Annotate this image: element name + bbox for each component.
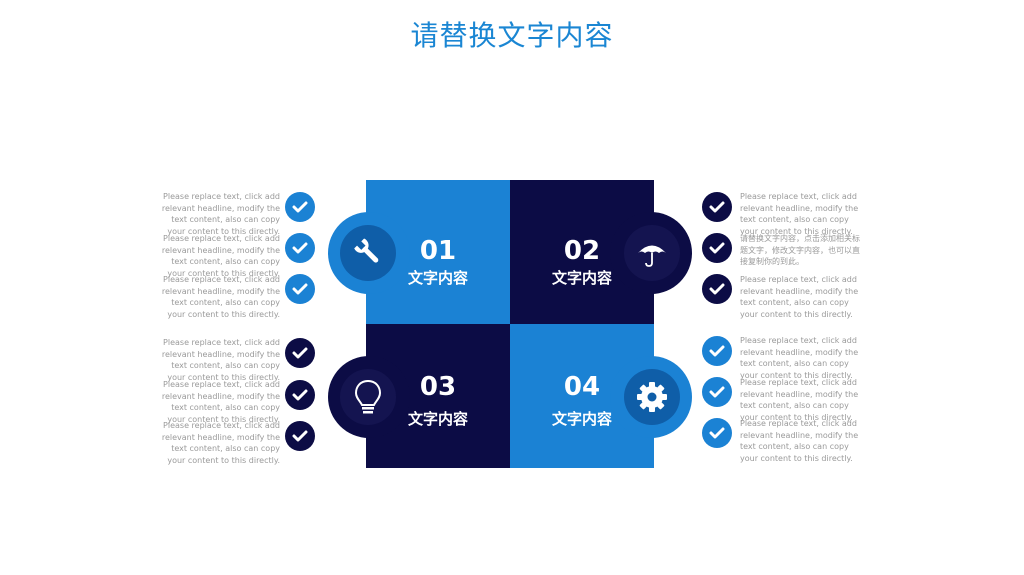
right-note-2: 请替换文字内容，点击添加相关标题文字，修改文字内容，也可以直接复制你的到此。 <box>740 234 860 266</box>
check-icon <box>702 192 732 222</box>
check-icon <box>702 336 732 366</box>
left-note-6: Please replace text, click add relevant … <box>161 421 280 465</box>
right-note-5: Please replace text, click add relevant … <box>740 378 859 422</box>
check-icon <box>285 274 315 304</box>
umbrella-icon <box>624 225 680 281</box>
left-note-2: Please replace text, click add relevant … <box>161 234 280 278</box>
check-icon <box>702 233 732 263</box>
check-icon <box>285 192 315 222</box>
quadrant-01-label: 文字内容 <box>407 269 468 287</box>
check-icon <box>285 380 315 410</box>
quadrant-02-number: 02 <box>563 236 601 266</box>
left-note-3: Please replace text, click add relevant … <box>161 275 280 319</box>
page-title: 请替换文字内容 <box>410 19 614 52</box>
quadrant-04-number: 04 <box>563 372 601 402</box>
quadrant-02-label: 文字内容 <box>551 269 612 287</box>
quadrant-04-label: 文字内容 <box>551 410 612 428</box>
quadrant-01-number: 01 <box>419 236 457 266</box>
left-note-4: Please replace text, click add relevant … <box>161 338 280 382</box>
wrench-icon <box>340 225 396 281</box>
right-note-1: Please replace text, click add relevant … <box>740 192 859 236</box>
check-icon <box>285 338 315 368</box>
lightbulb-icon <box>340 369 396 425</box>
check-icon <box>702 274 732 304</box>
check-icon <box>702 418 732 448</box>
right-note-6: Please replace text, click add relevant … <box>740 419 859 463</box>
left-note-1: Please replace text, click add relevant … <box>161 192 280 236</box>
check-icon <box>285 421 315 451</box>
check-icon <box>702 377 732 407</box>
right-note-4: Please replace text, click add relevant … <box>740 336 859 380</box>
check-icon <box>285 233 315 263</box>
quadrant-03-number: 03 <box>419 372 457 402</box>
right-note-3: Please replace text, click add relevant … <box>740 275 859 319</box>
quadrant-03-label: 文字内容 <box>407 410 468 428</box>
gear-icon <box>624 369 680 425</box>
left-note-5: Please replace text, click add relevant … <box>161 380 280 424</box>
